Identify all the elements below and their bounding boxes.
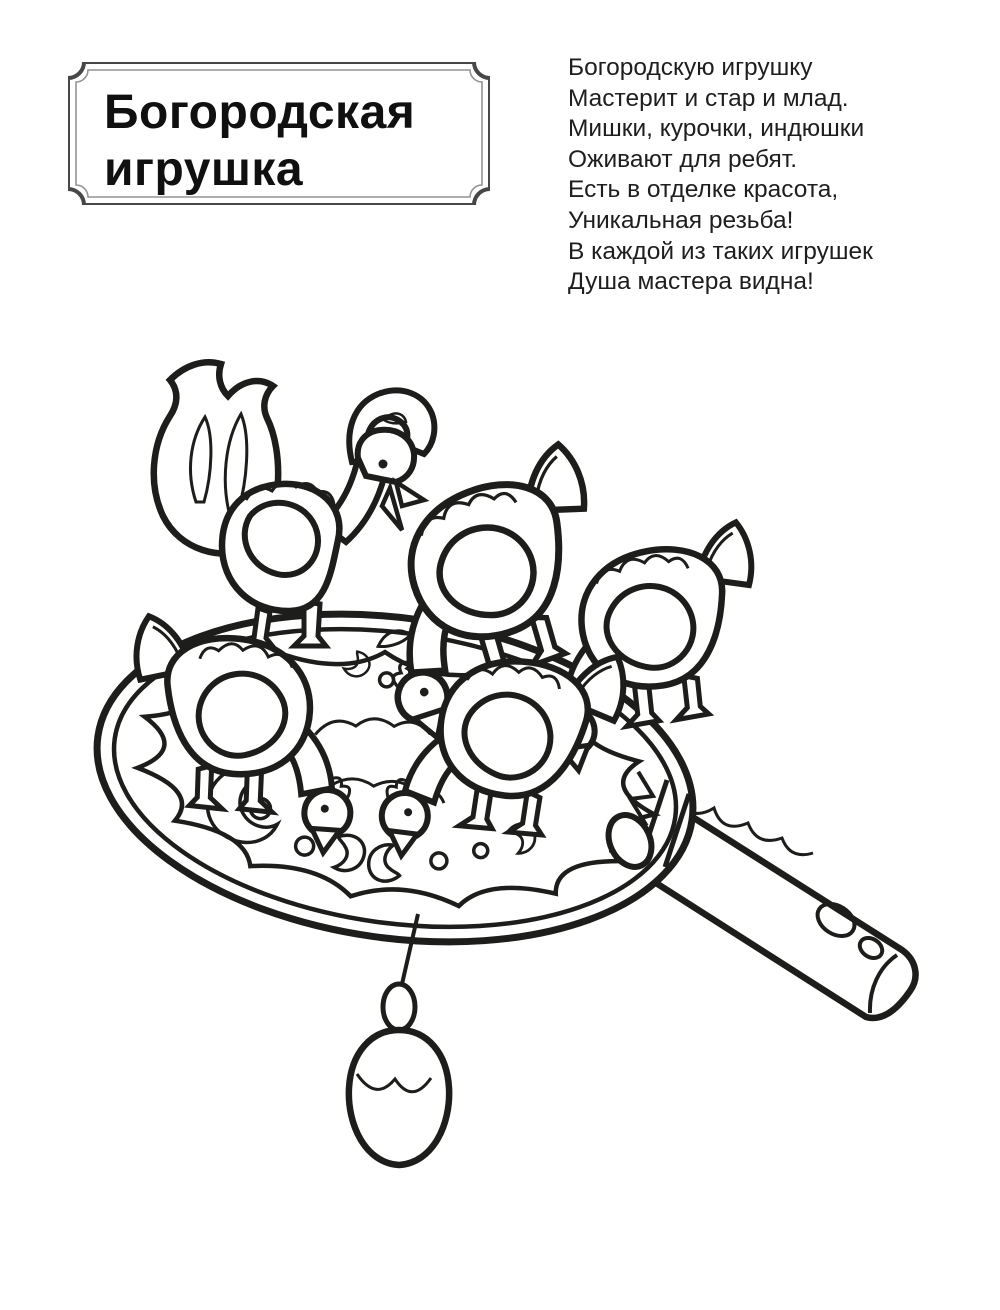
- poem-line: Мастерит и стар и млад.: [568, 84, 849, 112]
- page-title: Богородская игрушка: [104, 84, 464, 198]
- poem-line: Мишки, курочки, индюшки: [568, 115, 865, 143]
- pendulum-ball: [345, 1026, 453, 1169]
- poem: Богородскую игрушку Мастерит и стар и мл…: [568, 53, 928, 298]
- page-title-line2: игрушка: [104, 143, 304, 196]
- rooster-head: [354, 426, 418, 486]
- handle: [615, 785, 919, 1022]
- page-title-line1: Богородская: [104, 86, 416, 139]
- pendulum: [345, 913, 453, 1169]
- poem-line: Оживают для ребят.: [568, 145, 798, 173]
- rooster-wing: [241, 499, 322, 578]
- poem-line: Есть в отделке красота,: [568, 176, 839, 204]
- plaque-frame: [68, 62, 490, 205]
- pendulum-knot: [380, 981, 418, 1033]
- title-plaque: Богородская игрушка: [68, 62, 490, 205]
- rooster-figure: [150, 359, 438, 651]
- poem-line: Уникальная резьба!: [568, 206, 794, 234]
- poem-line: Душа мастера видна!: [568, 268, 814, 296]
- poem-line: В каждой из таких игрушек: [568, 237, 873, 265]
- handle-collar: [605, 779, 692, 870]
- poem-line: Богородскую игрушку: [568, 54, 813, 81]
- pendulum-string: [400, 913, 420, 985]
